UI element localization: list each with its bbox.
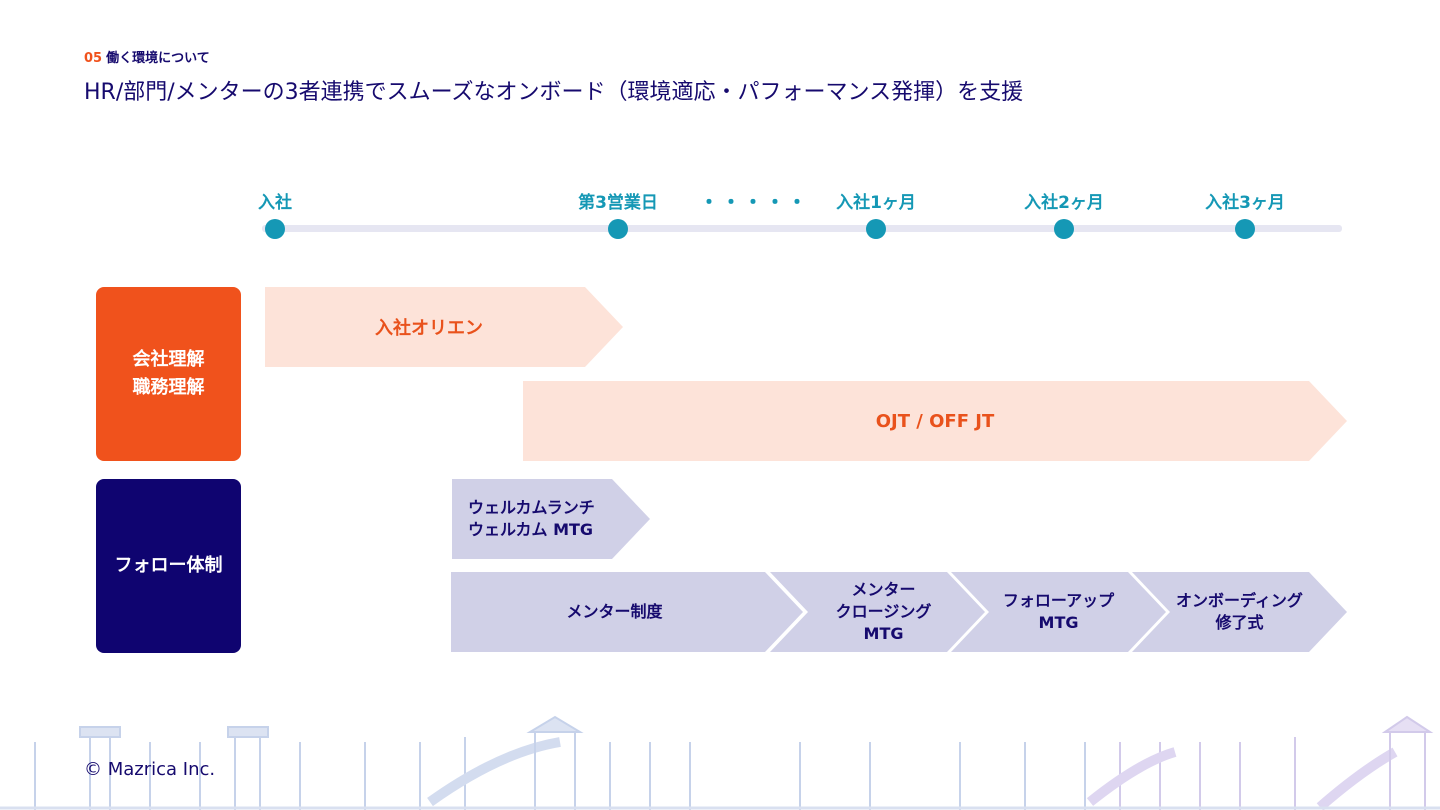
category-line: 職務理解 xyxy=(132,377,205,398)
program-label: 入社オリエン xyxy=(375,318,483,339)
timeline-line xyxy=(262,225,1342,232)
program-line: フォローアップ xyxy=(1002,591,1115,610)
program-line: MTG xyxy=(863,624,904,643)
milestone-dot-day3 xyxy=(608,219,628,239)
copyright: © Mazrica Inc. xyxy=(84,759,216,780)
milestone-dot-month1 xyxy=(866,219,886,239)
category-label: フォロー体制 xyxy=(114,555,223,576)
program-orientation: 入社オリエン xyxy=(265,287,623,367)
milestone-dot-month2 xyxy=(1054,219,1074,239)
playground-illustration xyxy=(0,715,1440,810)
program-label: メンター制度 xyxy=(566,602,663,621)
milestone-dot-month3 xyxy=(1235,219,1255,239)
program-line: 修了式 xyxy=(1215,613,1264,632)
program-line: MTG xyxy=(1038,613,1079,632)
milestone-dot-join xyxy=(265,219,285,239)
category-company-understanding: 会社理解 職務理解 xyxy=(96,287,241,461)
program-mentor: メンター制度 xyxy=(451,572,803,652)
program-line: クロージング xyxy=(835,602,932,621)
milestone-label-join: 入社 xyxy=(258,193,292,213)
milestone-label-month1: 入社1ヶ月 xyxy=(836,193,916,213)
program-label: OJT / OFF JT xyxy=(875,410,995,432)
milestone-label-day3: 第3営業日 xyxy=(578,193,658,213)
milestone-label-month3: 入社3ヶ月 xyxy=(1205,193,1285,213)
page-title: HR/部門/メンターの3者連携でスムーズなオンボード（環境適応・パフォーマンス発… xyxy=(84,80,1024,105)
program-line: メンター xyxy=(851,580,916,599)
program-ojt: OJT / OFF JT xyxy=(523,381,1347,461)
section-title: 働く環境について xyxy=(106,51,210,66)
program-line: オンボーディング xyxy=(1176,591,1303,610)
section-number: 05 xyxy=(84,51,103,66)
program-welcome: ウェルカムランチ ウェルカム MTG xyxy=(452,479,650,559)
program-line: ウェルカムランチ xyxy=(468,498,595,517)
category-follow-system: フォロー体制 xyxy=(96,479,241,653)
timeline-ellipsis: ・・・・・ xyxy=(699,190,809,214)
milestone-label-month2: 入社2ヶ月 xyxy=(1024,193,1104,213)
program-line: ウェルカム MTG xyxy=(468,520,594,539)
category-line: 会社理解 xyxy=(132,349,205,370)
